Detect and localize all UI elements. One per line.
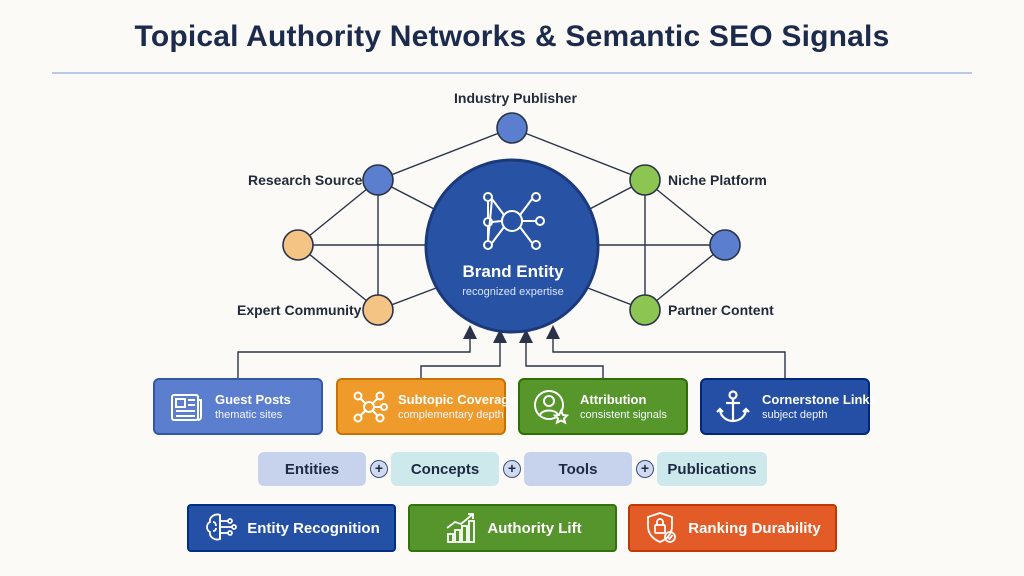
card-title: Subtopic Coverage [398, 392, 517, 407]
network-nodes [282, 112, 741, 326]
node-niche-platform [629, 164, 661, 196]
signal-pill-publications: Publications [657, 452, 767, 486]
connector-attribution [519, 329, 604, 378]
outcome-authority-lift: Authority Lift [408, 504, 617, 552]
edge-publisher-niche [511, 127, 646, 181]
anchor-icon [716, 389, 750, 422]
card-subtitle: subject depth [762, 409, 828, 421]
node-label-industry-publisher: Industry Publisher [454, 90, 577, 106]
hub-circle [424, 158, 600, 334]
outcome-label: Entity Recognition [247, 519, 380, 537]
edge-right-partner [644, 244, 726, 311]
outcome-ranking-durability: Ranking Durability [628, 504, 837, 552]
plus-icon: + [503, 460, 521, 478]
signal-pill-tools: Tools [524, 452, 632, 486]
node-partner-content [629, 294, 661, 326]
shield-lock-icon [647, 512, 677, 543]
card-subtitle: complementary depth [398, 409, 504, 421]
outcome-entity-recognition: Entity Recognition [187, 504, 396, 552]
connector-guest-posts [237, 325, 477, 378]
edge-niche-right [644, 179, 726, 246]
connector-subtopic [420, 329, 507, 378]
hub-title: Brand Entity [462, 262, 564, 281]
signal-pill-concepts: Concepts [391, 452, 499, 486]
plus-icon: + [636, 460, 654, 478]
node-label-research-source: Research Source [248, 172, 363, 188]
hub-subtitle: recognized expertise [462, 286, 564, 298]
node-right-unlabeled [709, 229, 741, 261]
growth-chart-icon [446, 513, 476, 543]
node-expert-community [362, 294, 394, 326]
edge-left-expert [297, 244, 379, 311]
title-divider [52, 72, 972, 74]
node-industry-publisher [496, 112, 528, 144]
page-title: Topical Authority Networks & Semantic SE… [134, 20, 890, 53]
card-title: Cornerstone Links [762, 392, 877, 407]
edge-research-left [297, 179, 379, 246]
card-title: Guest Posts [215, 392, 291, 407]
outcome-label: Ranking Durability [688, 519, 821, 537]
network-icon [353, 391, 388, 422]
card-cornerstone-links: Cornerstone Links subject depth [700, 378, 877, 435]
outcome-label: Authority Lift [487, 519, 582, 537]
connector-cornerstone [546, 325, 786, 378]
plus-icon: + [370, 460, 388, 478]
card-subtitle: thematic sites [215, 409, 283, 421]
card-guest-posts: Guest Posts thematic sites [153, 378, 323, 435]
edge-publisher-research [377, 127, 513, 181]
node-label-expert-community: Expert Community [237, 302, 362, 318]
newspaper-icon [171, 393, 202, 421]
node-left-unlabeled [282, 229, 314, 261]
card-attribution: Attribution consistent signals [518, 378, 688, 435]
hub-network-icon [483, 192, 545, 250]
node-label-niche-platform: Niche Platform [668, 172, 767, 188]
signal-pill-entities: Entities [258, 452, 366, 486]
user-star-icon [534, 389, 570, 424]
card-connectors [237, 325, 786, 378]
card-subtitle: consistent signals [580, 409, 667, 421]
node-research-source [362, 164, 394, 196]
node-label-partner-content: Partner Content [668, 302, 774, 318]
brain-circuit-icon [206, 513, 238, 541]
card-subtopic-coverage: Subtopic Coverage complementary depth [336, 378, 516, 435]
card-title: Attribution [580, 392, 647, 407]
